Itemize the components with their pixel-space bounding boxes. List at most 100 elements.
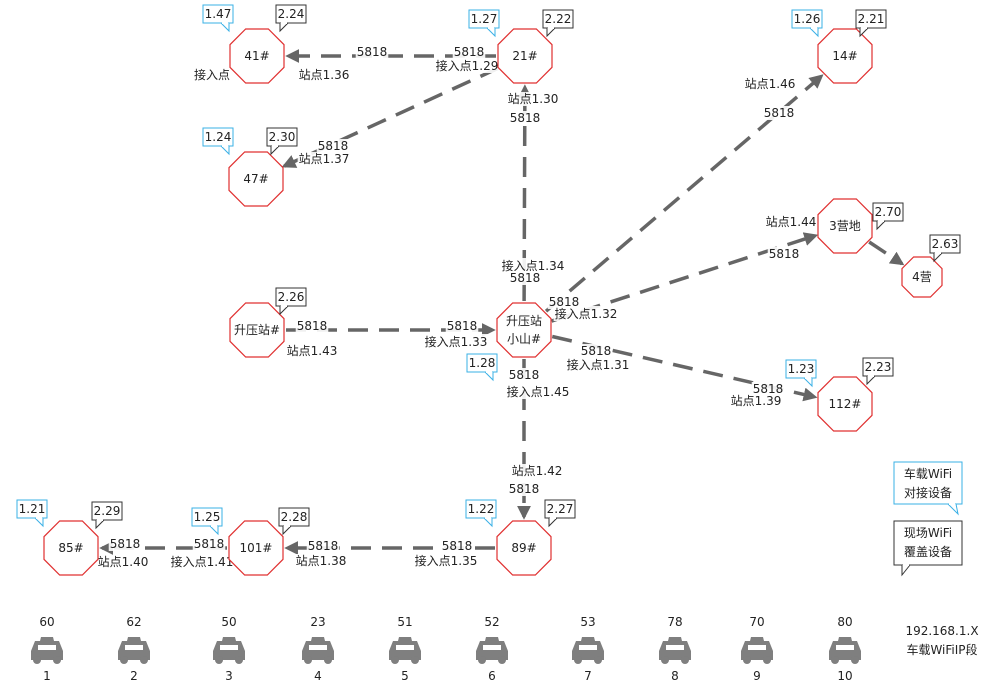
- site-wifi-tag: 2.23: [862, 357, 894, 386]
- vehicle-wifi-tag-value: 1.27: [471, 12, 498, 26]
- node-nsyz: 升压站#: [229, 302, 285, 358]
- site-wifi-tag-value: 2.28: [281, 510, 308, 524]
- ip-info: 192.168.1.X 车载WiFiIP段: [905, 624, 978, 657]
- vehicle-wifi-tag-value: 1.21: [19, 502, 46, 516]
- node-octagon: [817, 376, 873, 432]
- link-label: 站点1.37: [299, 152, 350, 166]
- site-wifi-tag: 2.30: [266, 127, 298, 156]
- car-icon: [659, 637, 691, 664]
- car-icon: [31, 637, 63, 664]
- legend-vehicle-wifi-line: 对接设备: [904, 485, 952, 500]
- vehicle-wifi-tag: 1.28: [466, 353, 498, 382]
- node-n85: 85#: [43, 520, 99, 576]
- vehicle-4: 23 4: [302, 615, 334, 683]
- link-label: 接入点1.35: [415, 553, 478, 568]
- vehicle-8: 788: [659, 615, 691, 683]
- link-label: 5818: [509, 368, 540, 382]
- link-label: 5818: [442, 539, 473, 553]
- site-wifi-tag: 2.28: [278, 507, 310, 536]
- vehicle-9: 709: [741, 615, 773, 683]
- vehicle-2: 622: [118, 615, 150, 683]
- link-label: 5818: [297, 319, 328, 333]
- link-label: 5818: [753, 382, 784, 396]
- node-n4y: 4营: [901, 256, 943, 298]
- site-wifi-tag: 2.21: [855, 9, 887, 38]
- vehicle-7: 537: [572, 615, 604, 683]
- link-label: 5818: [510, 271, 541, 285]
- vehicle-wifi-tag-value: 1.25: [194, 510, 221, 524]
- site-wifi-tag: 2.24: [275, 4, 307, 33]
- site-wifi-tag-value: 2.27: [547, 502, 574, 516]
- car-icon: [389, 637, 421, 664]
- ip-range-text: 192.168.1.X: [905, 624, 978, 638]
- vehicle-6: 526: [476, 615, 508, 683]
- vehicle-number: 4: [314, 669, 322, 683]
- legend-site-wifi-line: 覆盖设备: [904, 545, 952, 559]
- link-label: 接入点1.33: [425, 334, 488, 349]
- vehicle-number: 8: [671, 669, 679, 683]
- site-wifi-tag: 2.29: [91, 501, 123, 530]
- node-octagon: [228, 151, 284, 207]
- node-label: 21#: [512, 49, 537, 63]
- link-label: 5818: [510, 111, 541, 125]
- site-wifi-tag-value: 2.63: [932, 237, 959, 251]
- car-icon: [741, 637, 773, 664]
- node-label: 89#: [511, 541, 536, 555]
- vehicle-wifi-tag: 1.23: [785, 359, 817, 388]
- link-label: 站点1.38: [296, 554, 347, 568]
- link-label: 接入点1.32: [555, 306, 618, 321]
- node-n3y: 3营地: [817, 198, 873, 254]
- link-label: 站点1.40: [98, 555, 149, 569]
- node-label: 升压站#: [234, 323, 280, 337]
- vehicle-wifi-tag-value: 1.24: [205, 130, 232, 144]
- vehicle-wifi-tag-value: 1.26: [794, 12, 821, 26]
- vehicle-number: 1: [43, 669, 51, 683]
- vehicle-wifi-tag: 1.25: [191, 507, 223, 536]
- node-label: 小山#: [507, 332, 541, 346]
- node-octagon: [228, 520, 284, 576]
- vehicle-wifi-tag: 1.47: [202, 4, 234, 33]
- vehicle-wifi-tag: 1.24: [202, 127, 234, 156]
- site-wifi-tag-value: 2.21: [858, 12, 885, 26]
- node-octagon: [817, 198, 873, 254]
- vehicle-wifi-tag-value: 1.28: [469, 356, 496, 370]
- car-icon: [302, 637, 334, 664]
- node-n21: 21#: [497, 28, 553, 84]
- vehicle-3: 503: [213, 615, 245, 683]
- vehicle-number: 7: [584, 669, 592, 683]
- car-icon: [476, 637, 508, 664]
- site-wifi-tag-value: 2.24: [278, 7, 305, 21]
- vehicle-wifi-tag: 1.22: [465, 499, 497, 528]
- vehicle-wifi-tag-value: 1.23: [788, 362, 815, 376]
- node-n47: 47#: [228, 151, 284, 207]
- link-label: 站点1.46: [745, 77, 796, 91]
- link-label: 接入点1.41: [171, 554, 234, 569]
- node-label: 41#: [244, 49, 269, 63]
- link-label: 接入点1.45: [507, 384, 570, 399]
- link-label: 5818: [308, 539, 339, 553]
- link-label: 5818: [764, 106, 795, 120]
- vehicle-value: 23: [310, 615, 325, 629]
- node-n89: 89#: [496, 520, 552, 576]
- link-label: 接入点1.29: [436, 58, 499, 73]
- link-label: 站点1.30: [508, 92, 559, 106]
- link-label: 站点1.42: [512, 464, 563, 478]
- link-n3y-to-n4y: [868, 240, 905, 266]
- vehicle-number: 2: [130, 669, 138, 683]
- node-octagon: [229, 28, 285, 84]
- site-wifi-tag-value: 2.26: [278, 290, 305, 304]
- legend-site-wifi-line: 现场WiFi: [904, 526, 952, 540]
- node-n112: 112#: [817, 376, 873, 432]
- node-octagon: [497, 28, 553, 84]
- vehicle-value: 50: [221, 615, 236, 629]
- car-icon: [118, 637, 150, 664]
- site-wifi-tag-value: 2.23: [865, 360, 892, 374]
- vehicle-number: 9: [753, 669, 761, 683]
- vehicle-value: 52: [484, 615, 499, 629]
- legend-site-wifi: 现场WiFi 覆盖设备: [893, 520, 963, 577]
- link-label: 5818: [509, 482, 540, 496]
